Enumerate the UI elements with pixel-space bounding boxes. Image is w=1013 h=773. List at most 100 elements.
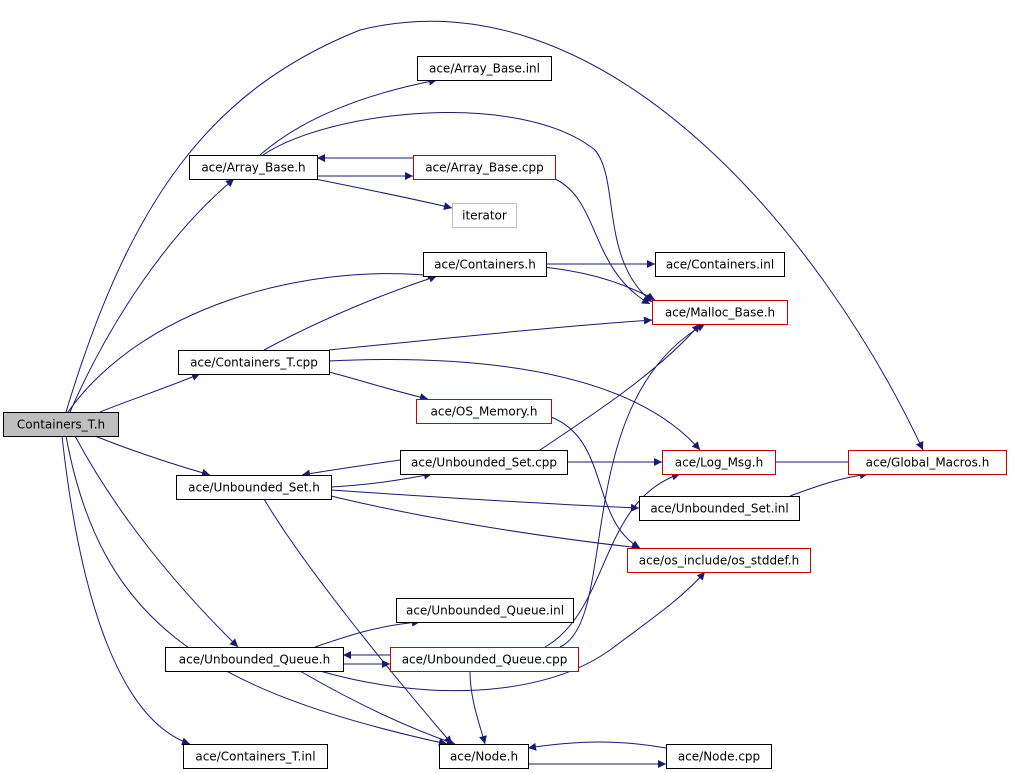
edge-unbounded_set_h-to-unbounded_set_cpp xyxy=(330,471,433,488)
edge-containers_t_cpp-to-malloc_base_h xyxy=(328,316,653,351)
edge-unbounded_set_h-to-node_h xyxy=(263,498,453,745)
edge-containers_t_h-to-unbounded_queue_h xyxy=(74,435,239,648)
node-box[interactable] xyxy=(178,350,330,375)
edge-unbounded_set_h-to-unbounded_set_inl xyxy=(330,489,640,512)
node-box[interactable] xyxy=(627,548,811,573)
edge-arrow xyxy=(259,77,438,156)
node-unbounded-set-cpp[interactable]: ace/Unbounded_Set.cpp xyxy=(400,450,568,475)
node-label: Containers_T.h xyxy=(17,418,105,432)
node-box[interactable] xyxy=(639,496,800,521)
node-log-msg-h[interactable]: ace/Log_Msg.h xyxy=(662,450,776,475)
edge-arrow xyxy=(262,112,653,303)
node-label: ace/Unbounded_Set.h xyxy=(188,481,320,495)
node-label: ace/Unbounded_Queue.h xyxy=(179,653,330,667)
node-unbounded-queue-h[interactable]: ace/Unbounded_Queue.h xyxy=(165,647,344,672)
edge-unbounded_queue_cpp-to-malloc_base_h xyxy=(559,323,706,648)
node-os-memory-h[interactable]: ace/OS_Memory.h xyxy=(416,399,552,424)
edge-arrow xyxy=(554,178,651,305)
node-label: ace/Unbounded_Set.inl xyxy=(650,502,788,516)
node-label: ace/Containers_T.cpp xyxy=(190,356,318,370)
node-box[interactable] xyxy=(189,155,318,180)
edge-containers_t_h-to-unbounded_set_h xyxy=(94,435,211,477)
edge-containers_t_h-to-containers_t_inl xyxy=(61,435,191,746)
node-box[interactable] xyxy=(400,450,568,475)
node-malloc-base-h[interactable]: ace/Malloc_Base.h xyxy=(652,300,788,325)
edge-unbounded_queue_cpp-to-node_h xyxy=(469,670,487,745)
edge-array_base_cpp-to-malloc_base_h xyxy=(554,178,651,305)
edge-containers_t_h-to-containers_h xyxy=(67,271,437,413)
node-label: ace/Malloc_Base.h xyxy=(665,306,775,320)
node-label: ace/Array_Base.h xyxy=(201,161,305,175)
edge-arrow xyxy=(65,435,448,747)
node-box[interactable] xyxy=(413,155,556,180)
node-box[interactable] xyxy=(652,300,788,325)
node-unbounded-queue-cpp[interactable]: ace/Unbounded_Queue.cpp xyxy=(390,647,579,672)
edge-unbounded_queue_h-to-unbounded_queue_inl xyxy=(314,618,421,648)
node-os-stddef-h[interactable]: ace/os_include/os_stddef.h xyxy=(627,548,811,573)
node-box[interactable] xyxy=(390,647,579,672)
edge-arrow xyxy=(65,20,924,451)
node-box[interactable] xyxy=(417,56,552,81)
node-box[interactable] xyxy=(416,399,552,424)
node-containers-inl[interactable]: ace/Containers.inl xyxy=(655,252,785,277)
edge-containers_t_cpp-to-os_memory_h xyxy=(328,371,429,402)
node-box[interactable] xyxy=(666,744,772,769)
node-box[interactable] xyxy=(655,252,785,277)
node-label: ace/Array_Base.inl xyxy=(429,62,540,76)
node-containers-t-h[interactable]: Containers_T.h xyxy=(3,412,119,437)
node-box[interactable] xyxy=(452,203,517,228)
node-global-macros-h[interactable]: ace/Global_Macros.h xyxy=(848,450,1007,475)
edge-containers_t_h-to-node_h xyxy=(65,435,448,747)
nodes-layer: Containers_T.h ace/Array_Base.inl ace/Arra… xyxy=(3,56,1007,769)
edge-unbounded_queue_cpp-to-log_msg_h xyxy=(544,472,681,648)
edge-array_base_h-to-malloc_base_h xyxy=(262,112,653,303)
node-array-base-h[interactable]: ace/Array_Base.h xyxy=(189,155,318,180)
node-label: ace/os_include/os_stddef.h xyxy=(639,554,799,568)
node-node-cpp[interactable]: ace/Node.cpp xyxy=(666,744,772,769)
edge-arrow xyxy=(789,471,869,497)
edge-arrow xyxy=(99,373,201,413)
edge-containers_t_h-to-global_macros_h xyxy=(65,20,924,451)
edge-arrow xyxy=(527,741,667,751)
node-label: ace/Node.h xyxy=(450,750,518,764)
edge-array_base_h-to-iterator xyxy=(314,178,453,211)
node-label: ace/Containers.h xyxy=(434,258,536,272)
edge-arrow xyxy=(328,316,653,351)
node-box[interactable] xyxy=(396,598,574,623)
node-box[interactable] xyxy=(662,450,776,475)
node-box[interactable] xyxy=(423,252,547,277)
node-label: ace/OS_Memory.h xyxy=(431,405,538,419)
node-array-base-cpp[interactable]: ace/Array_Base.cpp xyxy=(413,155,556,180)
edge-arrow xyxy=(94,435,211,477)
edge-arrow xyxy=(263,274,438,351)
node-label: ace/Log_Msg.h xyxy=(675,456,763,470)
edge-arrow xyxy=(550,416,641,549)
node-box[interactable] xyxy=(439,744,529,769)
node-containers-t-inl[interactable]: ace/Containers_T.inl xyxy=(183,744,328,769)
edge-unbounded_queue_h-to-node_h xyxy=(299,670,456,746)
node-array-base-inl[interactable]: ace/Array_Base.inl xyxy=(417,56,552,81)
node-containers-t-cpp[interactable]: ace/Containers_T.cpp xyxy=(178,350,330,375)
node-iterator[interactable]: iterator xyxy=(452,203,517,228)
node-containers-h[interactable]: ace/Containers.h xyxy=(423,252,547,277)
node-box[interactable] xyxy=(3,412,119,437)
node-box[interactable] xyxy=(848,450,1007,475)
edge-arrow xyxy=(67,271,437,413)
edge-arrow xyxy=(301,459,401,478)
node-unbounded-set-h[interactable]: ace/Unbounded_Set.h xyxy=(176,475,332,500)
node-box[interactable] xyxy=(183,744,328,769)
node-label: iterator xyxy=(462,209,507,223)
edge-arrow xyxy=(328,371,429,402)
node-box[interactable] xyxy=(165,647,344,672)
edge-arrow xyxy=(559,323,706,648)
edge-arrow xyxy=(539,323,701,451)
node-box[interactable] xyxy=(176,475,332,500)
edge-arrow xyxy=(61,435,191,746)
edge-arrow xyxy=(69,178,235,413)
node-unbounded-set-inl[interactable]: ace/Unbounded_Set.inl xyxy=(639,496,800,521)
edge-containers_t_cpp-to-containers_h xyxy=(263,274,438,351)
node-unbounded-queue-inl[interactable]: ace/Unbounded_Queue.inl xyxy=(396,598,574,623)
node-node-h[interactable]: ace/Node.h xyxy=(439,744,529,769)
edge-node_cpp-to-node_h xyxy=(527,741,667,751)
